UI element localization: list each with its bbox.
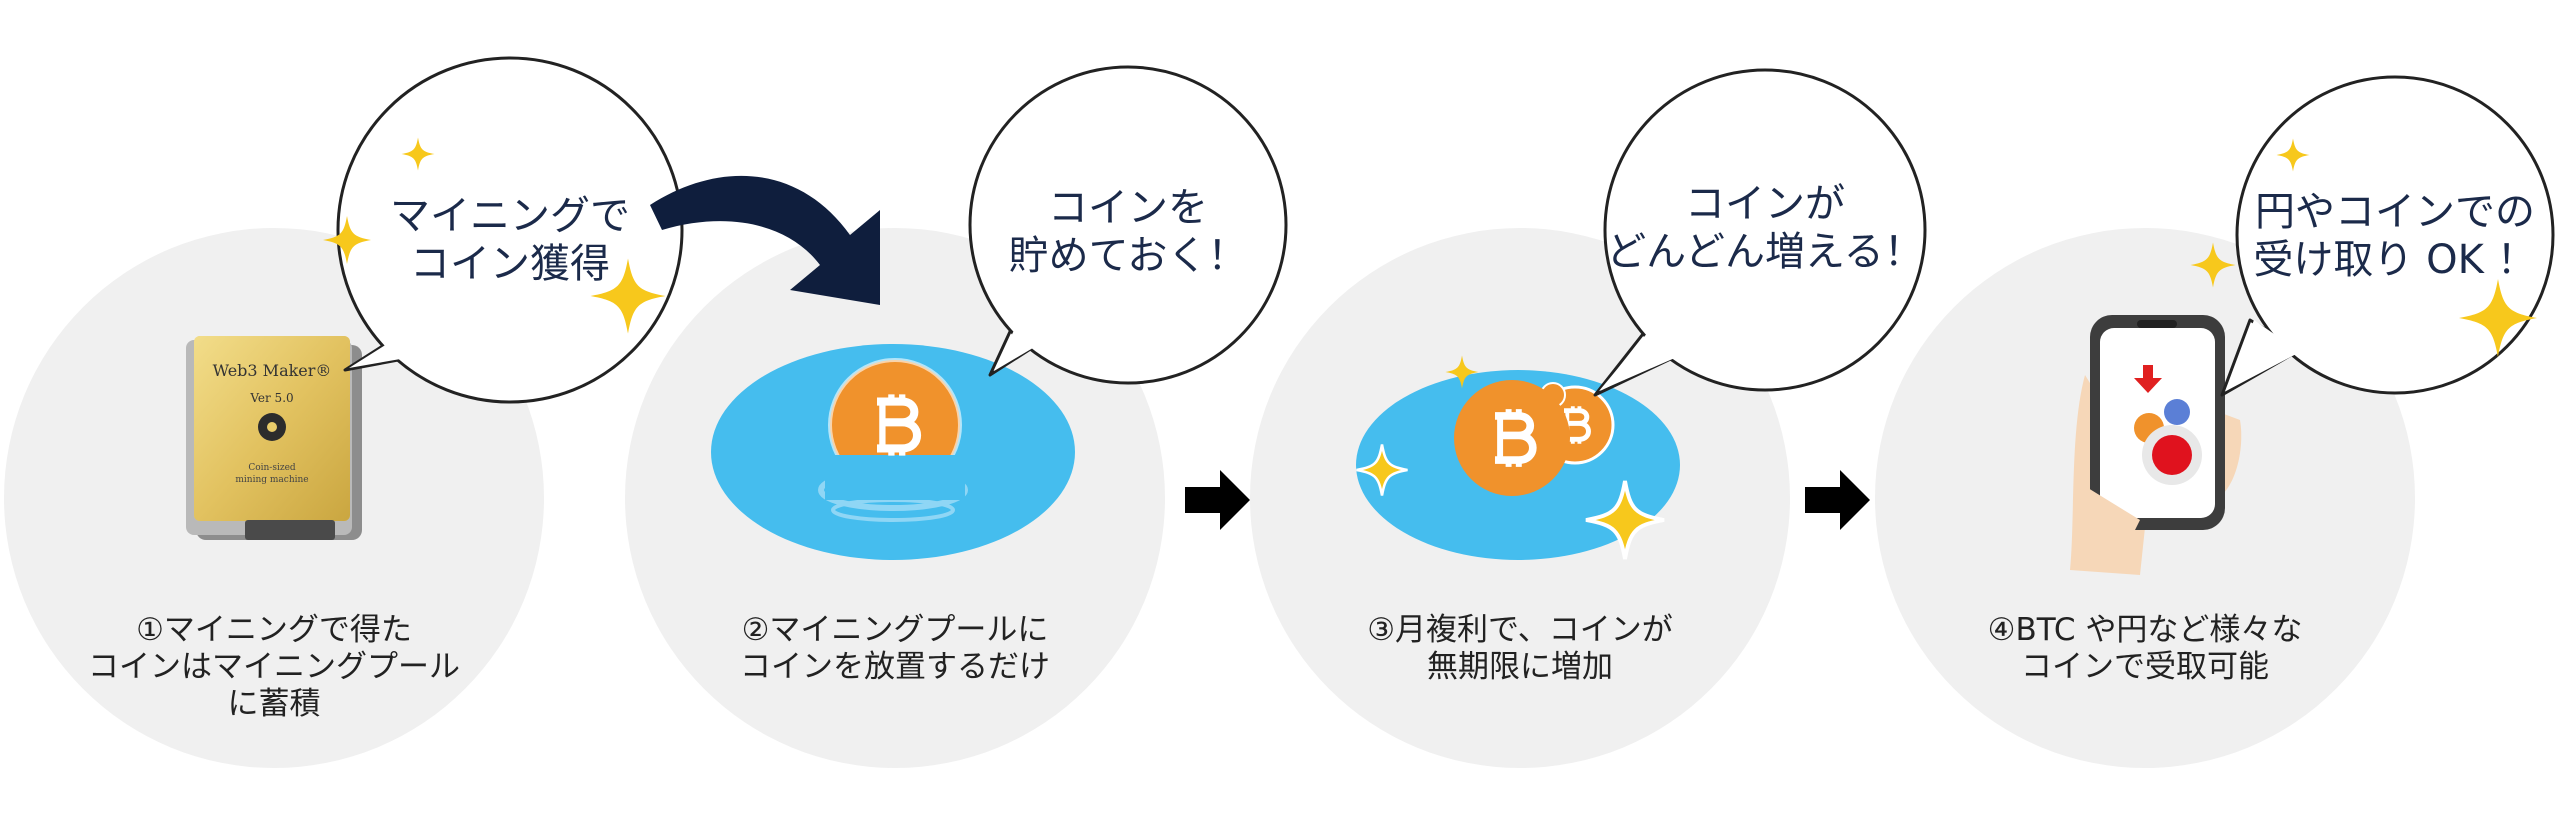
- step3-speech-bubble: [1593, 68, 1927, 397]
- caption-line: コインを放置するだけ: [740, 649, 1050, 685]
- right-arrow-icon: [1185, 470, 1250, 530]
- caption-line: 無期限に増加: [1427, 649, 1613, 685]
- step1-bubble-text: マイニングで コイン獲得: [355, 192, 665, 288]
- bubble-line: どんどん増える！: [1606, 229, 1924, 275]
- caption-line: ②マイニングプールに: [741, 612, 1049, 648]
- caption-line: ④BTC や円など様々な: [1987, 612, 2303, 648]
- step1-caption: ①マイニングで得た コインはマイニングプール に蓄積: [74, 612, 474, 723]
- bubble-line: 受け取り OK ！: [2253, 237, 2537, 283]
- step2-speech-bubble: [968, 65, 1288, 385]
- step4-bubble-text: 円やコインでの 受け取り OK ！: [2240, 188, 2550, 284]
- bubble-line: 貯めておく！: [1008, 233, 1248, 279]
- step4-speech-bubble: [2220, 75, 2555, 397]
- caption-line: ①マイニングで得た: [136, 612, 412, 648]
- step1-speech-bubble: [336, 56, 684, 404]
- bitcoin-coin-icon: [1454, 380, 1570, 496]
- step3-bubble-text: コインが どんどん増える！: [1600, 180, 1930, 276]
- step4-caption: ④BTC や円など様々な コインで受取可能: [1945, 612, 2345, 686]
- device-small-text-2: mining machine: [235, 475, 308, 485]
- caption-line: コインはマイニングプール: [88, 649, 460, 685]
- caption-line: に蓄積: [227, 686, 321, 722]
- caption-line: ③月複利で、コインが: [1367, 612, 1673, 648]
- step3-caption: ③月複利で、コインが 無期限に増加: [1320, 612, 1720, 686]
- bubble-line: コインが: [1685, 181, 1845, 227]
- bubble-line: コイン獲得: [410, 241, 610, 287]
- device-name: Web3 Maker®: [213, 361, 332, 380]
- curved-arrow-icon: [650, 175, 880, 305]
- step2-caption: ②マイニングプールに コインを放置するだけ: [695, 612, 1095, 686]
- bubble-line: マイニングで: [390, 193, 630, 239]
- caption-line: コインで受取可能: [2021, 649, 2269, 685]
- right-arrow-icon: [1805, 470, 1870, 530]
- hand-with-phone-icon: [2070, 315, 2242, 575]
- bubble-line: コインを: [1048, 185, 1208, 231]
- device-small-text-1: Coin-sized: [248, 463, 296, 473]
- bubble-line: 円やコインでの: [2255, 189, 2535, 235]
- bitcoin-coin-icon: [825, 358, 965, 500]
- mining-device-icon: [186, 336, 362, 540]
- device-version: Ver 5.0: [249, 391, 293, 405]
- step2-bubble-text: コインを 貯めておく！: [973, 184, 1283, 280]
